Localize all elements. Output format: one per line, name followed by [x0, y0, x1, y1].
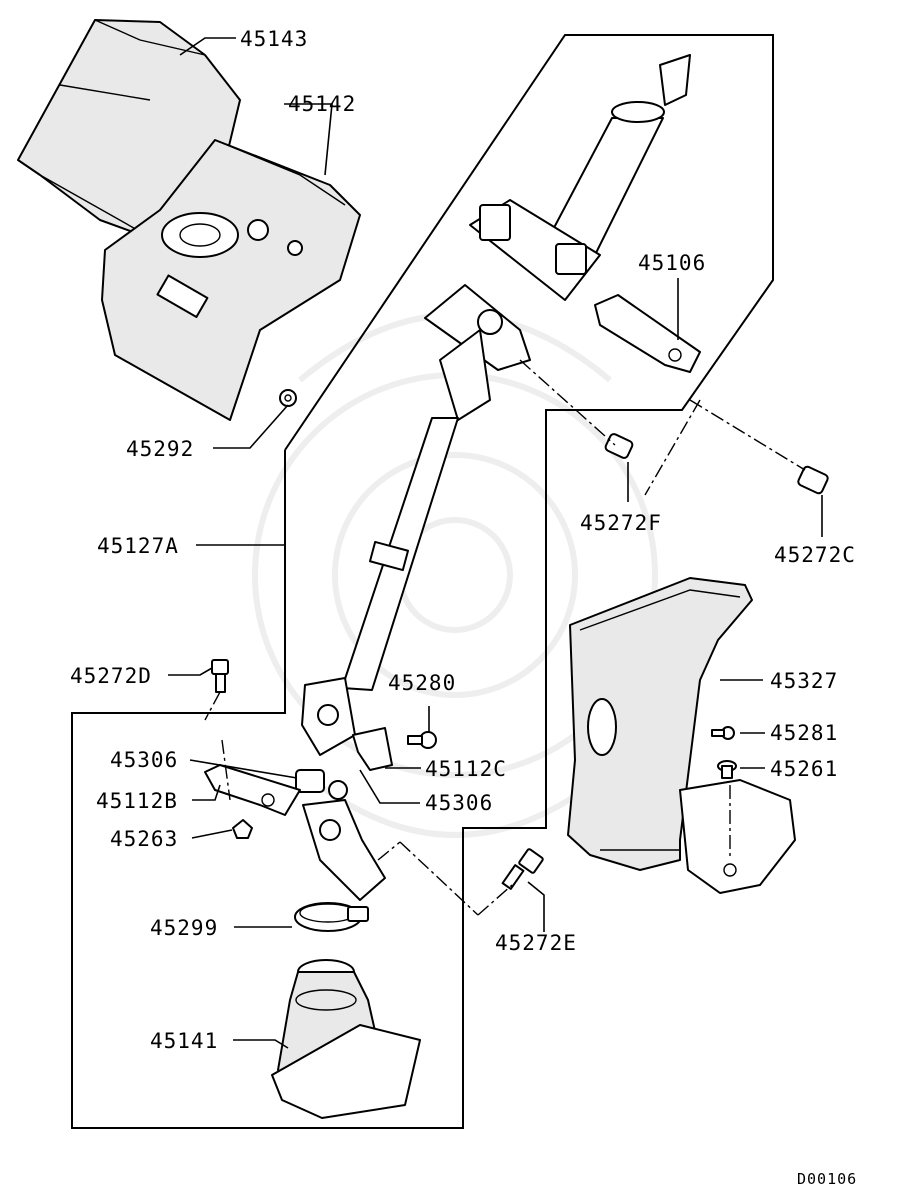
label-45280: 45280: [388, 671, 456, 695]
label-45272E: 45272E: [495, 931, 577, 955]
part-labels: 45143 45142 45292 45127A 45106 45272F 45…: [70, 27, 856, 1053]
steering-column-tube: [424, 54, 691, 371]
bolt-45280: [407, 731, 437, 749]
leader-lines: [168, 37, 823, 1049]
label-45272D: 45272D: [70, 664, 152, 688]
nut-45272C: [797, 465, 829, 495]
lower-column-cover-45142: [101, 139, 361, 421]
clip-45112C: [352, 727, 393, 771]
label-45281: 45281: [770, 721, 838, 745]
label-45306-lower: 45306: [425, 791, 493, 815]
label-45143: 45143: [240, 27, 308, 51]
label-45127A: 45127A: [97, 534, 179, 558]
nut-45263: [232, 819, 253, 839]
assembly-frame: [71, 34, 774, 1129]
bracket-45106: [594, 294, 701, 373]
label-45261: 45261: [770, 757, 838, 781]
nut-45272F: [604, 433, 634, 459]
screw-45281: [711, 726, 735, 740]
bolt-45272D: [211, 659, 229, 693]
screw-45292: [279, 389, 297, 407]
lower-universal-joint: [295, 769, 386, 901]
label-45327: 45327: [770, 669, 838, 693]
label-45106: 45106: [638, 251, 706, 275]
label-45141: 45141: [150, 1029, 218, 1053]
label-45272F: 45272F: [580, 511, 662, 535]
alignment-lines: [204, 359, 806, 916]
clamp-45112B: [204, 764, 301, 816]
knee-panel-45327: [567, 577, 796, 894]
dust-boot-45141: [271, 959, 421, 1119]
label-45142: 45142: [288, 92, 356, 116]
bolt-45272E: [501, 848, 544, 890]
label-45263: 45263: [110, 827, 178, 851]
diagram-code: D00106: [797, 1170, 857, 1187]
band-45299: [294, 902, 369, 932]
intermediate-shaft: [301, 329, 491, 756]
label-45306-upper: 45306: [110, 748, 178, 772]
clip-45261: [717, 760, 737, 779]
label-45112B: 45112B: [96, 789, 178, 813]
label-45299: 45299: [150, 916, 218, 940]
label-45292: 45292: [126, 437, 194, 461]
label-45272C: 45272C: [774, 543, 856, 567]
label-45112C: 45112C: [425, 757, 507, 781]
